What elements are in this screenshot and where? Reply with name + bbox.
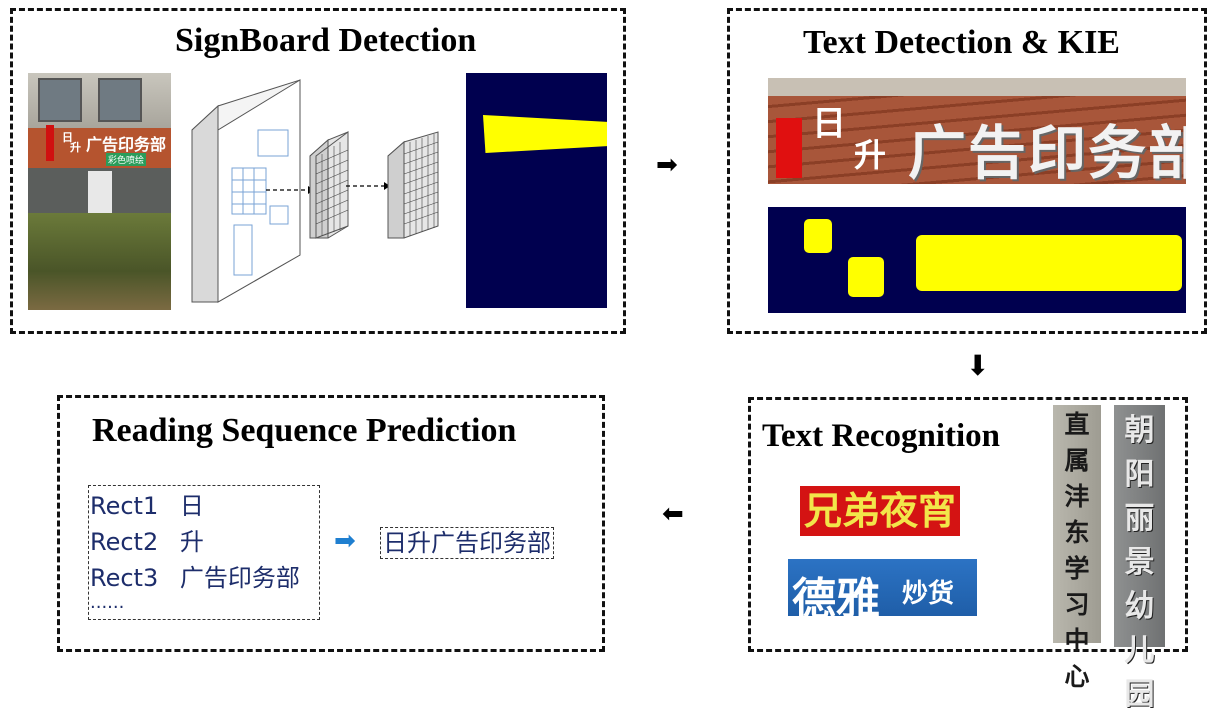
crop-char-2: 升 [854,136,887,174]
photo-sub-sign: 彩色喷绘 [106,153,147,166]
reading-sequence-title: Reading Sequence Prediction [92,412,517,449]
vertical-sign-2-char: 园 [1124,677,1155,712]
signboard-crop-image: 日 升 广告印务部 [768,78,1186,184]
photo-sign-small: 日 [62,131,73,144]
text-detection-title: Text Detection & KIE [803,24,1120,61]
recognition-crop-2-tail: 炒货 [902,579,955,609]
vertical-sign-2-char: 幼 [1124,589,1155,624]
vertical-sign-2-char: 丽 [1124,501,1155,536]
rect-item-2: Rect2 升 [90,522,204,557]
arrow-left-icon: ⬅ [662,499,684,529]
recognition-crop-2: 德雅 炒货 [788,559,977,625]
rect-item-id: Rect1 [90,492,159,520]
vertical-sign-2-char: 阳 [1124,457,1155,492]
reading-output: 日升广告印务部 [380,527,554,559]
text-detection-panel [727,8,1207,334]
recognition-crop-2-main: 德雅 [792,574,880,625]
reading-sequence-panel [57,395,605,652]
text-mask-region-3 [916,235,1182,291]
signboard-detection-title: SignBoard Detection [175,22,477,59]
text-recognition-panel [748,397,1188,652]
rect-item-1: Rect1 日 [90,486,204,521]
rect-item-id: Rect2 [90,528,159,556]
vertical-sign-2-char: 朝 [1124,413,1155,448]
crop-main-text: 广告印务部 [908,119,1186,184]
flow-arrow-icon: ➡ [334,526,356,556]
vertical-sign-2-char: 景 [1124,545,1155,580]
signboard-mask [466,73,607,308]
vertical-sign-1-char: 中 [1064,626,1090,655]
arrow-right-icon: ➡ [656,150,678,180]
text-mask-region-2 [848,257,884,297]
rect-list-ellipsis: ...... [90,592,125,613]
vertical-sign-1-char: 心 [1064,662,1090,691]
text-mask [768,207,1186,313]
cnn-diagram [191,79,439,303]
text-recognition-title: Text Recognition [762,418,1001,454]
vertical-sign-2-char: 儿 [1124,633,1155,668]
storefront-photo: 日 升 广告印务部 彩色喷绘 [28,73,171,310]
arrow-down-icon: ⬇ [966,349,990,382]
signboard-detection-panel [10,8,626,334]
photo-sign-small-2: 升 [70,141,81,154]
photo-sign-main: 广告印务部 [86,135,167,154]
vertical-sign-1-char: 学 [1064,554,1090,583]
rect-item-id: Rect3 [90,564,159,592]
rect-item-3: Rect3 广告印务部 [90,558,300,593]
vertical-sign-1-char: 直 [1064,410,1090,439]
rect-item-text: 升 [179,528,204,556]
vertical-sign-1-char: 属 [1064,446,1090,475]
crop-char-1: 日 [812,104,846,144]
rect-item-text: 广告印务部 [179,564,300,592]
recognition-crop-1: 兄弟夜宵 [800,486,960,536]
vertical-sign-1-char: 沣 [1064,482,1090,511]
text-mask-region-1 [804,219,832,253]
signboard-mask-region [483,115,607,153]
rect-list-box [88,485,320,620]
rect-item-text: 日 [179,492,204,520]
vertical-sign-2: 朝 阳 丽 景 幼 儿 园 [1114,405,1165,712]
vertical-sign-1-char: 东 [1064,518,1090,547]
vertical-sign-1: 直 属 沣 东 学 习 中 心 [1053,405,1101,691]
vertical-sign-1-char: 习 [1064,590,1090,619]
